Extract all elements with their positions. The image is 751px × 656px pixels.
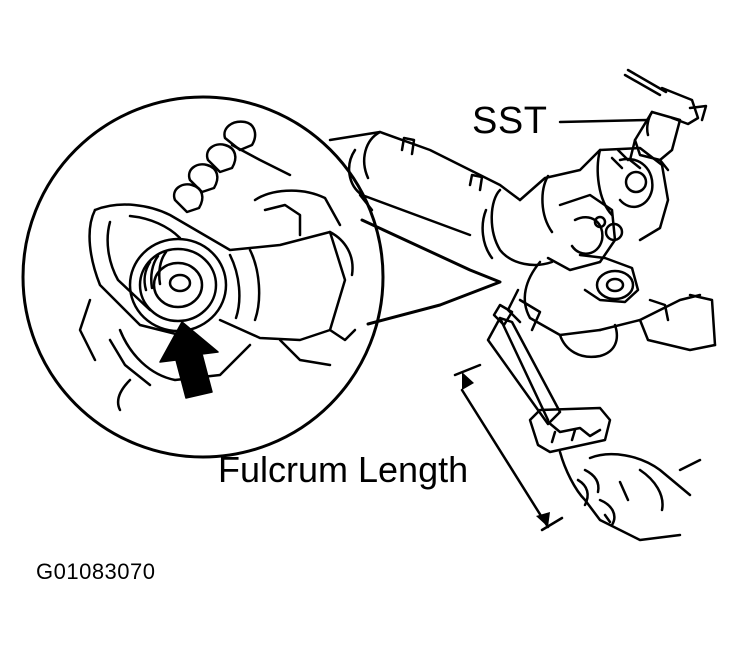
dimension-arrowheads bbox=[462, 372, 550, 527]
gear-housing bbox=[481, 146, 717, 359]
detail-part bbox=[78, 120, 357, 412]
indicator-arrow bbox=[159, 321, 219, 399]
fulcrum-length-label: Fulcrum Length bbox=[218, 449, 469, 490]
hand bbox=[558, 450, 702, 542]
fulcrum-dimension-line bbox=[453, 363, 564, 532]
sst-leader-line bbox=[558, 118, 650, 124]
sst-tool bbox=[610, 68, 708, 172]
detail-callout bbox=[21, 95, 502, 459]
torque-wrench bbox=[486, 288, 612, 454]
figure-code-label: G01083070 bbox=[36, 559, 156, 584]
sst-label: SST bbox=[472, 100, 548, 142]
